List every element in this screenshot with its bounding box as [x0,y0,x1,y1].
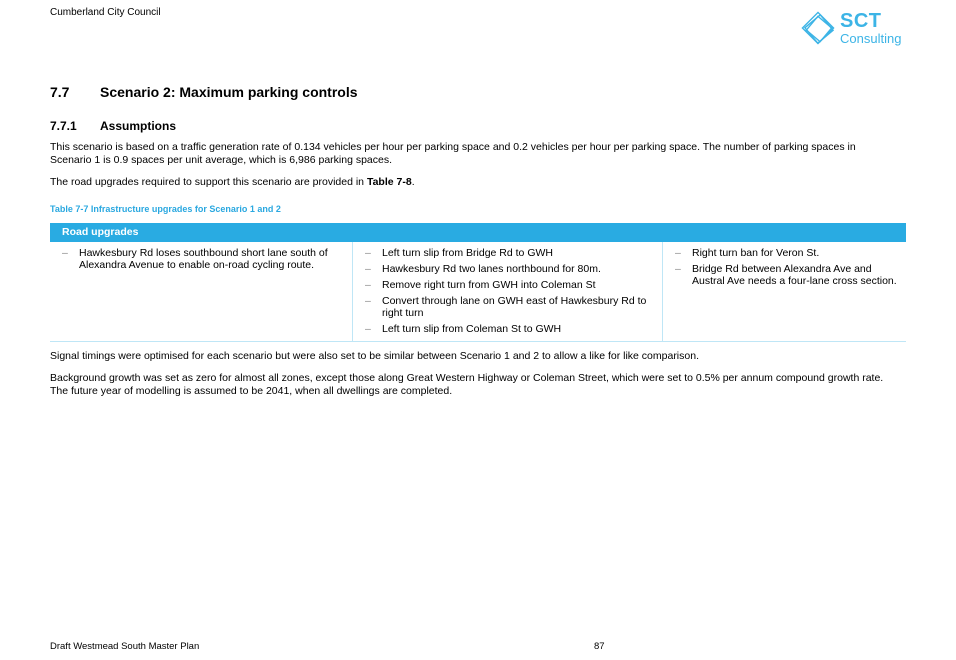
list-item: –Bridge Rd between Alexandra Ave and Aus… [675,263,897,287]
paragraph-road-upgrades: The road upgrades required to support th… [50,176,890,189]
bullet-dash: – [365,295,371,307]
list-item: –Right turn ban for Veron St. [675,247,820,259]
list-item: –Left turn slip from Bridge Rd to GWH [365,247,553,259]
bullet-dash: – [675,263,681,275]
bullet-dash: – [675,247,681,259]
table-column-1: –Hawkesbury Rd loses southbound short la… [50,242,353,341]
table-column-2: –Left turn slip from Bridge Rd to GWH –H… [353,242,663,341]
subsection-number: 7.7.1 [50,119,77,133]
table-column-3: –Right turn ban for Veron St. –Bridge Rd… [663,242,906,341]
paragraph-text: . [411,176,415,188]
infrastructure-table: Road upgrades –Hawkesbury Rd loses south… [50,223,906,342]
paragraph-text: The road upgrades required to support th… [50,176,367,188]
logo-text-sct: SCT [840,10,882,32]
section-heading: 7.7 Scenario 2: Maximum parking controls [50,84,358,100]
footer-doc-title: Draft Westmead South Master Plan [50,641,200,652]
subsection-title: Assumptions [100,119,177,133]
bullet-dash: – [365,247,371,259]
section-number: 7.7 [50,84,70,100]
table-body: –Hawkesbury Rd loses southbound short la… [50,242,906,342]
list-item: –Left turn slip from Coleman St to GWH [365,323,562,335]
paragraph-background-growth: Background growth was set as zero for al… [50,372,884,397]
bullet-dash: – [365,263,371,275]
list-item: –Hawkesbury Rd two lanes northbound for … [365,263,601,275]
logo-text-consulting: Consulting [840,31,902,46]
bullet-dash: – [62,247,68,259]
sct-logo: SCT Consulting [798,8,910,50]
list-item: –Remove right turn from GWH into Coleman… [365,279,596,291]
diamond-icon [801,11,835,45]
section-title: Scenario 2: Maximum parking controls [100,84,358,100]
page-number: 87 [594,641,605,652]
table-caption: Table 7-7 Infrastructure upgrades for Sc… [50,204,281,214]
list-item: –Convert through lane on GWH east of Haw… [365,295,647,319]
table-header: Road upgrades [50,223,906,242]
paragraph-traffic-generation: This scenario is based on a traffic gene… [50,141,856,166]
table-reference-link[interactable]: Table 7-8 [366,176,412,188]
bullet-dash: – [365,323,371,335]
subsection-heading: 7.7.1 Assumptions [50,119,176,133]
paragraph-signal-timings: Signal timings were optimised for each s… [50,350,699,362]
header-org: Cumberland City Council [50,7,161,18]
bullet-dash: – [365,279,371,291]
list-item: –Hawkesbury Rd loses southbound short la… [62,247,328,271]
